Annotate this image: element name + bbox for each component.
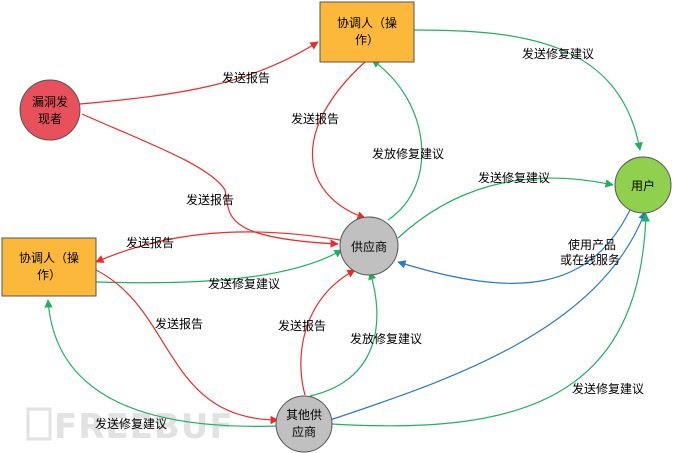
label-vendor-to-coordinator-left: 发送报告 <box>126 235 174 250</box>
label-vendor-to-coordinator-top: 发放修复建议 <box>372 146 444 161</box>
label-other-vendor-to-user: 发送修复建议 <box>572 381 644 396</box>
label-coordinator-top-to-user: 发送修复建议 <box>522 46 594 61</box>
edge-finder-to-coordinator-top <box>79 41 319 105</box>
watermark-logo: FREEBUF <box>26 407 234 447</box>
label-vendor-to-user: 发送修复建议 <box>478 170 550 185</box>
label-coordinator-left-to-vendor: 发送修复建议 <box>208 276 280 291</box>
edge-vendor-to-coordinator-top <box>371 59 423 221</box>
edge-other-vendor-to-user-green <box>331 213 650 427</box>
edge-other-vendor-to-coordinator-left <box>44 299 279 427</box>
edges <box>44 29 650 427</box>
node-finder-line1: 漏洞发 <box>32 94 68 109</box>
label-other-vendor-to-coordinator-left: 发送修复建议 <box>95 416 167 431</box>
edge-coordinator-left-to-vendor <box>95 249 343 284</box>
edge-labels: 发送报告 发送报告 发送修复建议 发送报告 发放修复建议 发送修复建议 使用产品… <box>95 46 644 431</box>
node-user-label: 用户 <box>631 178 655 193</box>
node-coordinator-left: 协调人（操 作） <box>1 237 97 297</box>
label-other-vendor-to-vendor-fix: 发放修复建议 <box>350 331 422 346</box>
edge-finder-to-vendor <box>81 113 339 248</box>
label-coordinator-top-to-vendor: 发送报告 <box>291 111 339 126</box>
node-coordinator-top: 协调人（操 作） <box>319 1 415 63</box>
label-finder-to-vendor: 发送报告 <box>186 192 234 207</box>
node-coordinator-top-line1: 协调人（操 <box>337 15 397 30</box>
node-coordinator-top-line2: 作） <box>355 33 379 47</box>
node-vulnerability-finder: 漏洞发 现者 <box>19 79 81 141</box>
node-coordinator-left-line1: 协调人（操 <box>19 250 79 265</box>
watermark-text: FREEBUF <box>54 407 234 447</box>
label-vendor-to-other-vendor-report: 发送报告 <box>278 318 326 333</box>
edge-other-vendor-to-vendor-fix <box>309 271 378 397</box>
edge-user-to-vendor <box>397 209 631 284</box>
edge-other-vendor-to-user <box>329 211 647 421</box>
node-user: 用户 <box>614 156 672 214</box>
label-user-to-vendor-line2: 或在线服务 <box>560 252 620 267</box>
node-other-vendor-line1: 其他供 <box>286 408 322 422</box>
edge-coordinator-top-to-vendor <box>311 61 366 220</box>
node-vendor-label: 供应商 <box>351 239 387 254</box>
edge-coordinator-top-to-user <box>413 29 643 151</box>
node-other-vendor-line2: 应商 <box>292 424 316 439</box>
label-user-to-vendor-line1: 使用产品 <box>568 237 616 252</box>
edge-vendor-to-other-vendor-report <box>300 269 356 396</box>
edge-vendor-to-coordinator-left <box>95 231 341 263</box>
node-vendor: 供应商 <box>339 216 399 276</box>
node-other-vendor: 其他供 应商 <box>275 395 333 453</box>
label-coordinator-left-to-other-vendor: 发送报告 <box>155 316 203 331</box>
node-finder-line2: 现者 <box>38 112 62 126</box>
edge-vendor-to-user <box>397 177 614 239</box>
node-coordinator-left-line2: 作） <box>37 268 61 282</box>
label-finder-to-coordinator-top: 发送报告 <box>222 70 270 85</box>
edge-coordinator-left-to-other-vendor <box>95 269 279 425</box>
